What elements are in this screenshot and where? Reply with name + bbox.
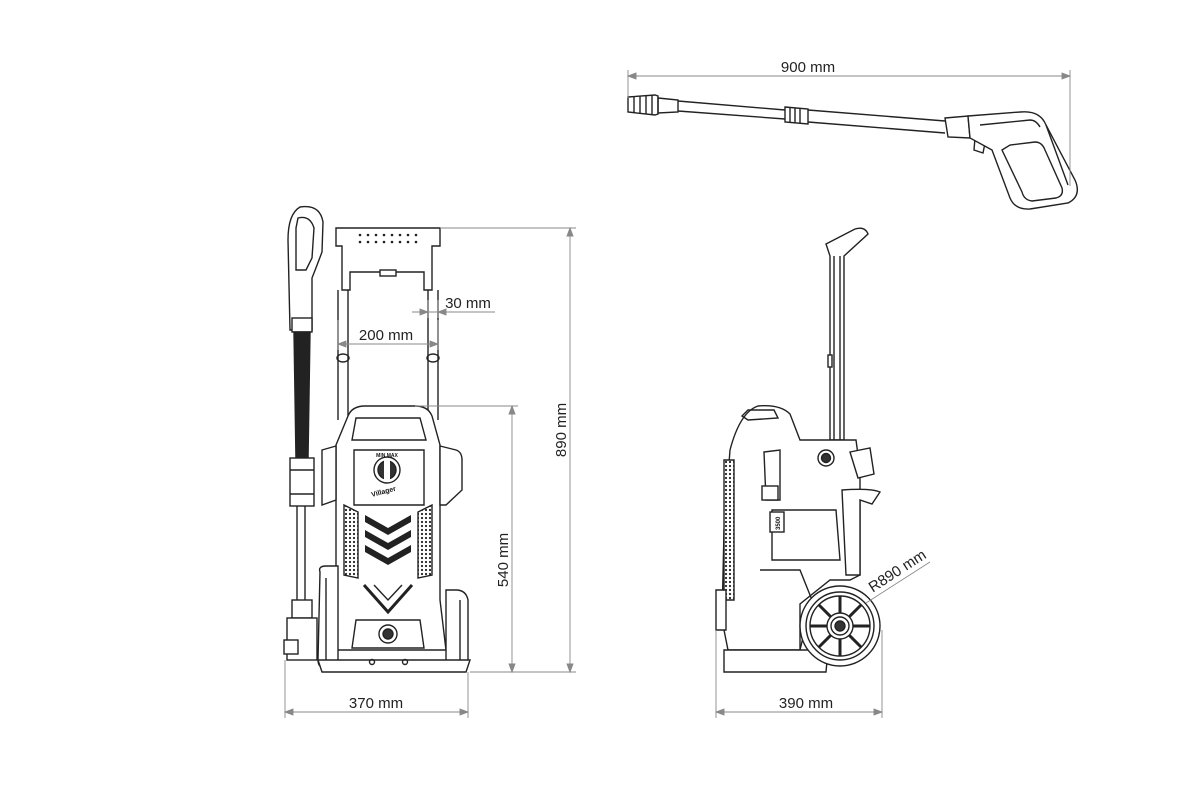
front-view-drawing (283, 205, 471, 673)
dim-front-width: 370 mm (349, 695, 403, 712)
dial-label: MIN MAX (376, 453, 398, 459)
dim-wheel-radius: R890 mm (866, 546, 930, 596)
dim-gun-length: 900 mm (781, 59, 835, 76)
spray-gun-drawing (627, 94, 1078, 210)
dimension-lines (283, 70, 1072, 718)
side-view-drawing (715, 227, 882, 673)
dim-body-height: 540 mm (495, 533, 512, 587)
front-chevrons (365, 515, 411, 565)
handle-grip-holes (358, 233, 418, 244)
side-plate-label: 3500 (776, 516, 782, 530)
dim-handle-tube-width: 30 mm (445, 295, 491, 312)
dim-side-depth: 390 mm (779, 695, 833, 712)
dim-total-height: 890 mm (553, 403, 570, 457)
dim-handle-inner-width: 200 mm (359, 327, 413, 344)
